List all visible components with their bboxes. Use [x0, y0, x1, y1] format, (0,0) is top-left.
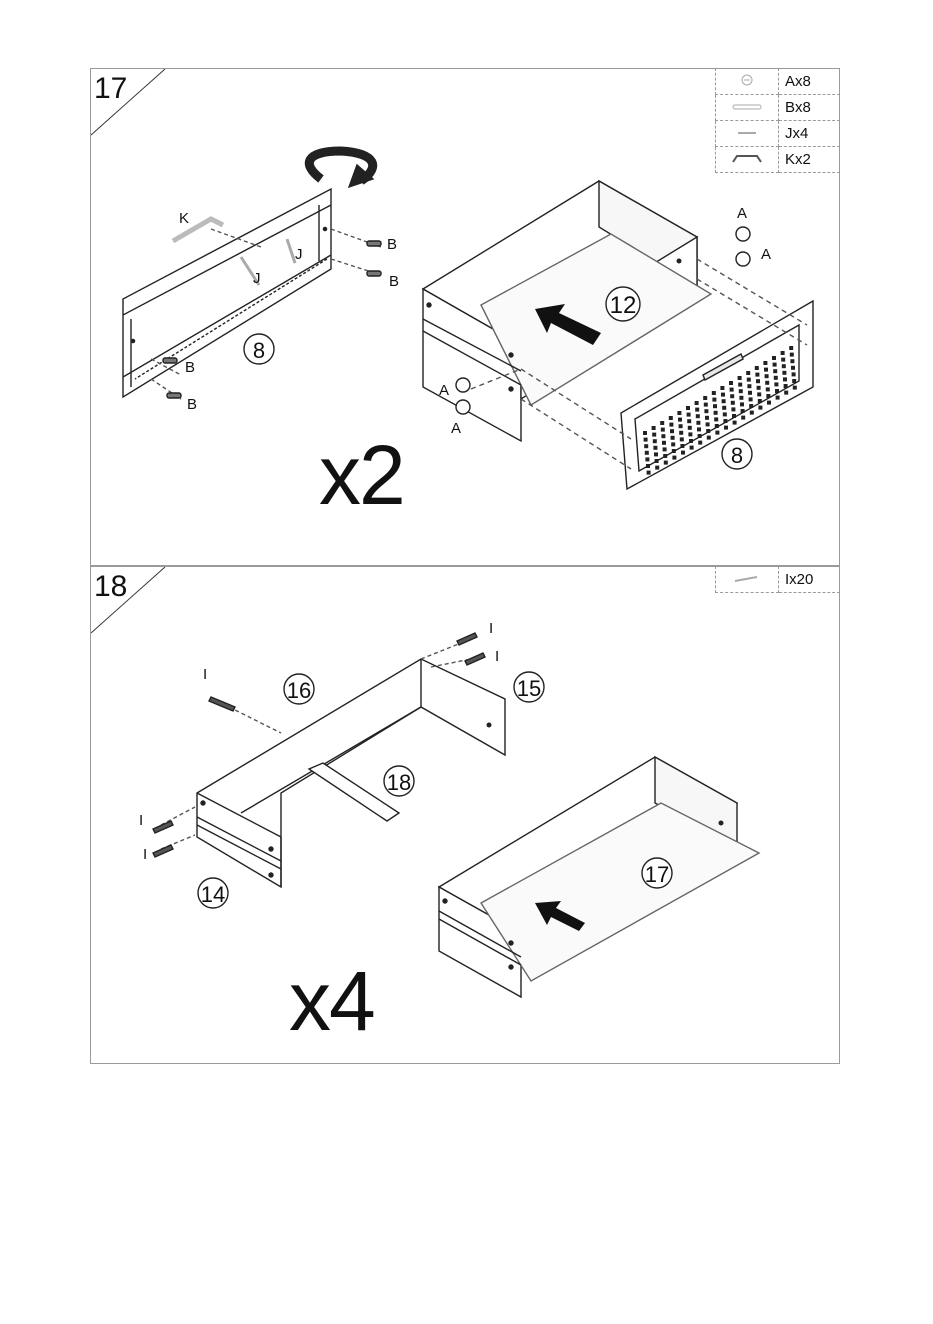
step-18-illustration: I I I I I 16 15 18 14 17: [91, 567, 840, 1064]
rotate-arrow-icon: [309, 151, 373, 187]
part-number: 8: [253, 338, 265, 363]
part-number: 8: [731, 443, 743, 468]
label-j: J: [253, 270, 261, 287]
label-i: I: [489, 620, 493, 637]
part-number: 14: [201, 882, 225, 907]
label-b: B: [387, 236, 397, 253]
step-17-illustration: K J J B B B B A A A A 8 12 8: [91, 69, 840, 566]
drawer-box: [439, 757, 759, 997]
label-a: A: [737, 205, 747, 222]
label-b: B: [187, 396, 197, 413]
label-b: B: [185, 359, 195, 376]
label-b: B: [389, 273, 399, 290]
rail-18: [309, 763, 399, 821]
label-i: I: [495, 648, 499, 665]
back-panel: [123, 189, 331, 397]
drawer-frame: [197, 659, 505, 887]
quantity-multiplier: x2: [319, 433, 404, 517]
part-number: 15: [517, 676, 541, 701]
quantity-multiplier: x4: [289, 959, 374, 1043]
label-i: I: [143, 846, 147, 863]
label-i: I: [139, 812, 143, 829]
step-18-panel: 18 Ix20: [90, 566, 840, 1064]
label-a: A: [439, 382, 449, 399]
label-j: J: [295, 246, 303, 263]
part-number: 17: [645, 862, 669, 887]
label-k: K: [179, 210, 189, 227]
label-a: A: [761, 246, 771, 263]
part-number: 18: [387, 770, 411, 795]
label-i: I: [203, 666, 207, 683]
part-number: 16: [287, 678, 311, 703]
label-a: A: [451, 420, 461, 437]
step-17-panel: 17 Ax8 Bx8 Jx4 Kx2: [90, 68, 840, 566]
part-number: 12: [610, 292, 637, 319]
